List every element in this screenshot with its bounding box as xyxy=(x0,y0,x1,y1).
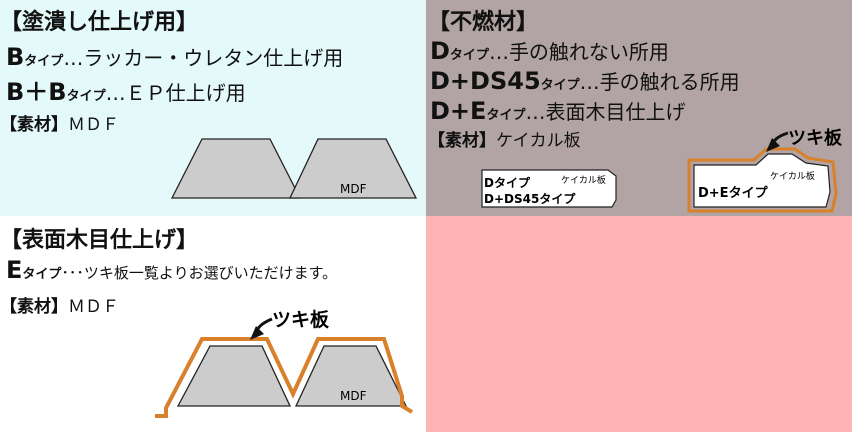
paint-type-bb: B＋Bタイプ…ＥＰ仕上げ用 xyxy=(6,72,246,107)
panel-wood-veneer: 【表面木目仕上げ】 Eタイプ･･･ツキ板一覧よりお選びいただけます。 【素材】Ｍ… xyxy=(0,216,426,432)
type-label: タイプ xyxy=(449,48,489,63)
mdf-label: MDF xyxy=(340,182,367,196)
fire-type-dds45: D+DS45タイプ…手の触れる所用 xyxy=(430,66,740,95)
mdf-profile xyxy=(294,345,408,407)
type-label: タイプ xyxy=(66,89,106,104)
calcium-board xyxy=(481,169,617,208)
type-code: D+DS45 xyxy=(430,67,541,95)
arrow-head-icon xyxy=(766,138,780,152)
type-code: D xyxy=(430,37,450,65)
type-code: B＋B xyxy=(6,78,67,106)
veneer-mdf-diagram: MDF ツキ板 xyxy=(155,308,414,418)
veneer-callout: ツキ板 xyxy=(788,127,843,149)
material-value: ＭＤＦ xyxy=(68,115,119,135)
veneer-layer xyxy=(155,337,414,418)
fire-board-diagrams: ケイカル板 Dタイプ D+DS45タイプ ケイカル板 D+Eタイプ ツキ板 xyxy=(481,127,843,213)
type-desc: …ＥＰ仕上げ用 xyxy=(105,81,246,105)
mdf-profile xyxy=(288,138,418,199)
type-label: タイプ xyxy=(22,267,62,282)
type-code: B xyxy=(6,43,25,71)
paint-type-b: Bタイプ…ラッカー・ウレタン仕上げ用 xyxy=(6,42,343,71)
type-label: タイプ xyxy=(24,54,64,69)
board-tag: ケイカル板 xyxy=(770,170,815,182)
mdf-profile xyxy=(176,345,292,407)
type-desc: …表面木目仕上げ xyxy=(525,100,686,124)
board-tag: ケイカル板 xyxy=(561,174,606,186)
material-value: ケイカル板 xyxy=(496,131,581,151)
type-desc: …手の触れない所用 xyxy=(488,40,669,64)
fire-type-de: D+Eタイプ…表面木目仕上げ xyxy=(430,96,685,125)
veneer-heading: 【表面木目仕上げ】 xyxy=(0,228,199,253)
fire-heading: 【不燃材】 xyxy=(428,10,539,35)
type-label: タイプ xyxy=(486,108,526,123)
veneer-type-e: Eタイプ･･･ツキ板一覧よりお選びいただけます。 xyxy=(6,256,337,284)
fire-material: 【素材】ケイカル板 xyxy=(428,126,581,151)
veneer-layer xyxy=(687,147,838,213)
paint-mdf-diagram: MDF xyxy=(170,138,418,199)
veneer-material: 【素材】ＭＤＦ xyxy=(0,292,119,317)
arrow-head-icon xyxy=(250,326,264,340)
panel-noncombustible: 【不燃材】 Dタイプ…手の触れない所用 D+DS45タイプ…手の触れる所用 D+… xyxy=(426,0,852,216)
material-value: ＭＤＦ xyxy=(68,297,119,317)
material-label: 【素材】 xyxy=(428,131,496,151)
panel-blank xyxy=(426,216,852,432)
board-type-label: D+DS45タイプ xyxy=(484,191,576,206)
type-desc: …手の触れる所用 xyxy=(579,70,740,94)
panel-paint-finish: 【塗潰し仕上げ用】 Bタイプ…ラッカー・ウレタン仕上げ用 B＋Bタイプ…ＥＰ仕上… xyxy=(0,0,426,216)
material-label: 【素材】 xyxy=(0,297,68,317)
type-label: タイプ xyxy=(540,78,580,93)
paint-heading: 【塗潰し仕上げ用】 xyxy=(0,10,199,35)
type-desc: …ラッカー・ウレタン仕上げ用 xyxy=(63,46,344,70)
paint-material: 【素材】ＭＤＦ xyxy=(0,110,119,135)
type-code: E xyxy=(6,256,23,284)
fire-type-d: Dタイプ…手の触れない所用 xyxy=(430,36,669,65)
mdf-profile xyxy=(170,138,302,199)
veneer-callout: ツキ板 xyxy=(272,308,330,331)
type-code: D+E xyxy=(430,97,487,125)
board-type-label: D+Eタイプ xyxy=(698,186,769,201)
board-type-label: Dタイプ xyxy=(484,175,531,190)
material-label: 【素材】 xyxy=(0,115,68,135)
mdf-label: MDF xyxy=(340,389,367,403)
calcium-board xyxy=(693,153,831,208)
type-desc: ･･･ツキ板一覧よりお選びいただけます。 xyxy=(61,264,338,282)
